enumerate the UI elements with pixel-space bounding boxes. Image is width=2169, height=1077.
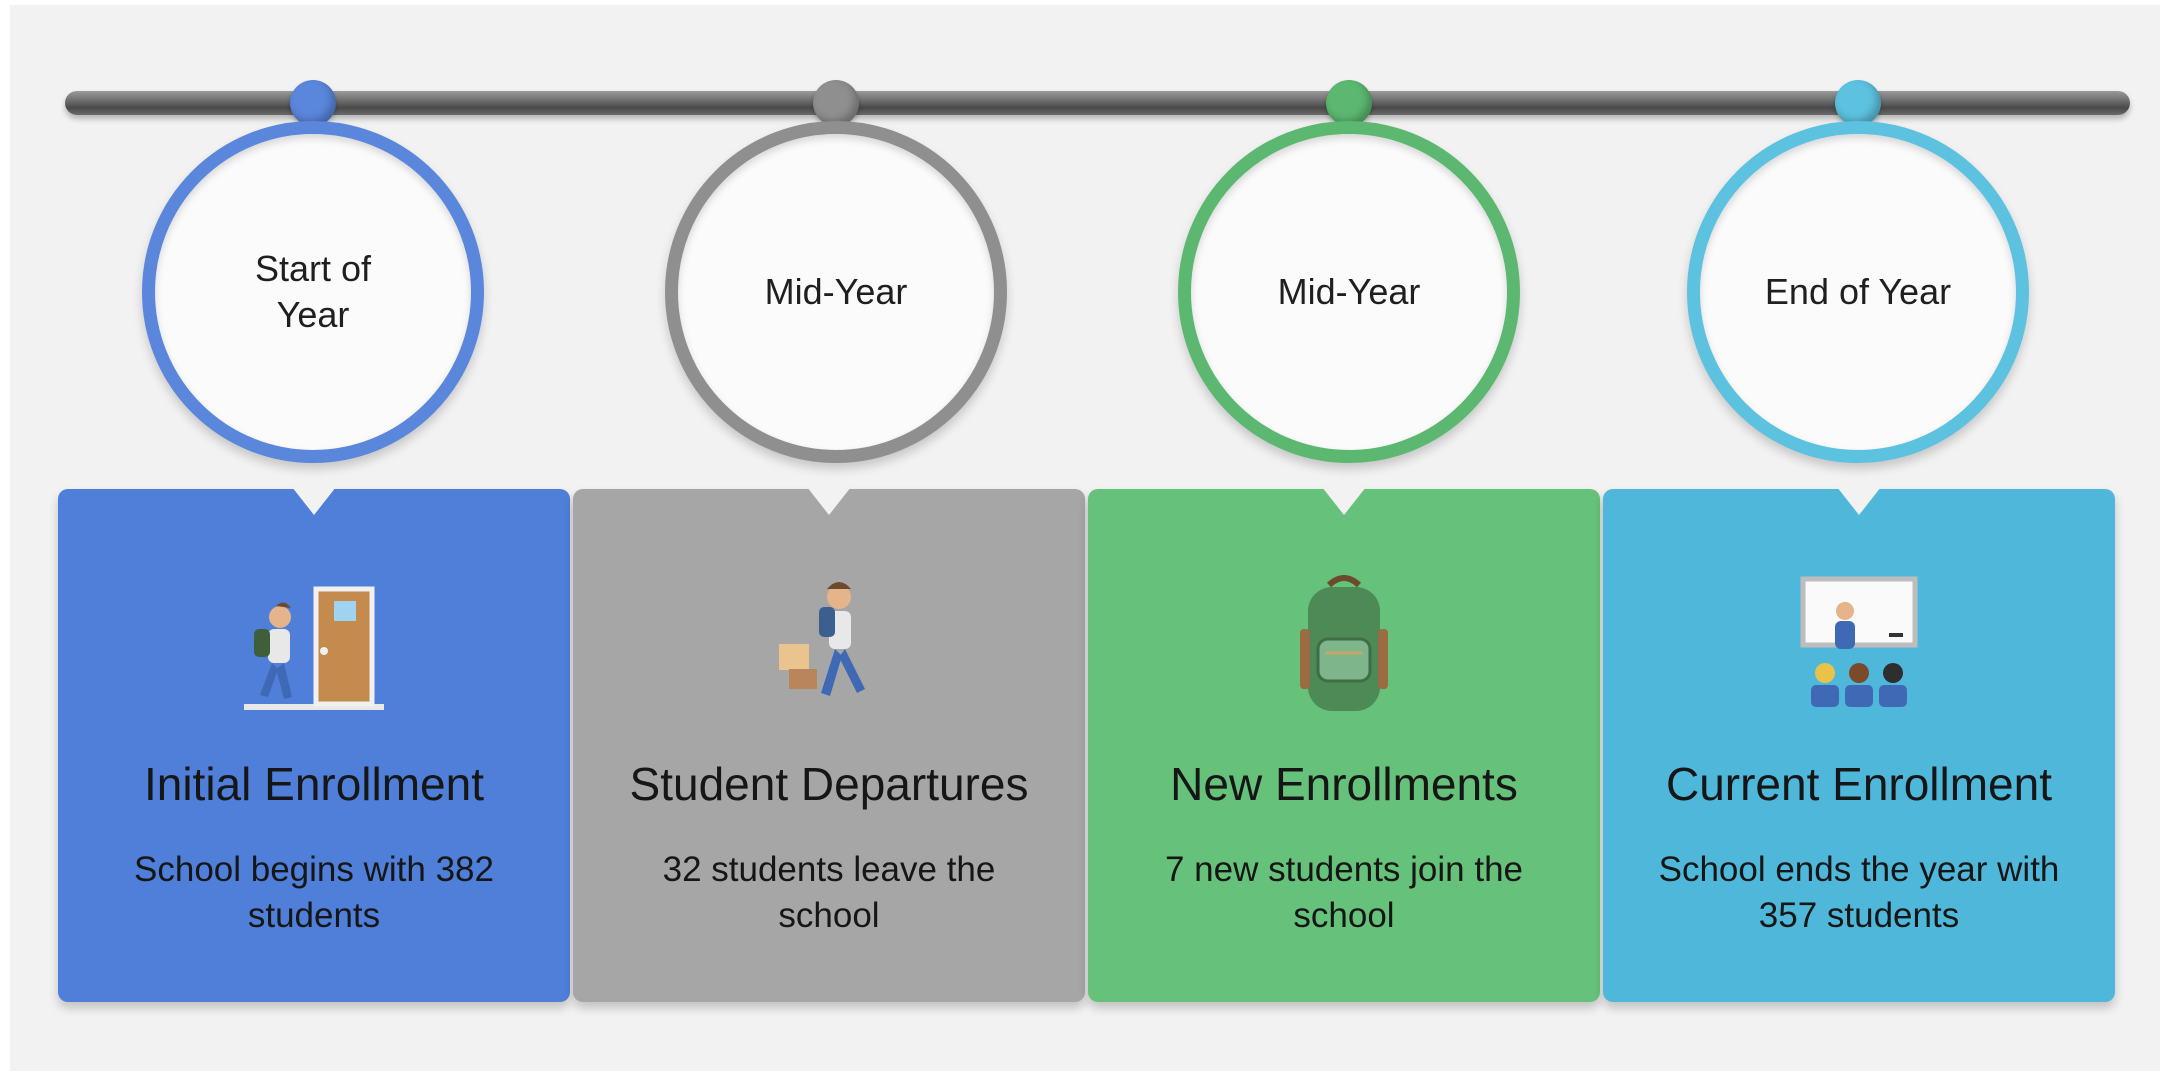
ring-start-of-year: Start of Year [142,121,484,463]
timeline-canvas: Start of Year Initial Enrollment School … [10,5,2160,1071]
card-current-enrollment: Current Enrollment School ends the year … [1603,487,2115,1002]
card-notch [292,487,336,515]
ring-mid-year-enrollments: Mid-Year [1178,121,1520,463]
classroom-teacher-icon [1800,576,1918,707]
card-description: 32 students leave the school [662,850,996,935]
ring-label: Start of Year [254,248,372,335]
card-description: School begins with 382 students [134,850,494,935]
card-title: Current Enrollment [1665,758,2053,810]
ring-end-of-year: End of Year [1687,121,2029,463]
card-new-enrollments: New Enrollments 7 new students join the … [1088,487,1600,1002]
ring-mid-year-departures: Mid-Year [665,121,1007,463]
timeline-node-mid-year-1 [813,80,859,126]
timeline-node-start [290,80,336,126]
card-title: Initial Enrollment [143,758,485,810]
card-notch [1322,487,1366,515]
timeline-rail [65,91,2130,115]
ring-label: End of Year [1764,271,1952,312]
student-entering-door-icon [244,586,384,710]
card-initial-enrollment: Initial Enrollment School begins with 38… [58,487,570,1002]
timeline-node-mid-year-2 [1326,80,1372,126]
card-title: New Enrollments [1170,758,1518,810]
card-notch [1837,487,1881,515]
ring-label: Mid-Year [1277,271,1421,312]
timeline-node-end [1835,80,1881,126]
card-title: Student Departures [629,758,1029,810]
card-notch [807,487,851,515]
student-leaving-with-box-icon [779,582,865,696]
backpack-icon [1300,575,1388,711]
card-description: School ends the year with 357 students [1658,850,2060,935]
card-description: 7 new students join the school [1164,850,1523,935]
card-student-departures: Student Departures 32 students leave the… [573,487,1085,1002]
ring-label: Mid-Year [764,271,908,312]
